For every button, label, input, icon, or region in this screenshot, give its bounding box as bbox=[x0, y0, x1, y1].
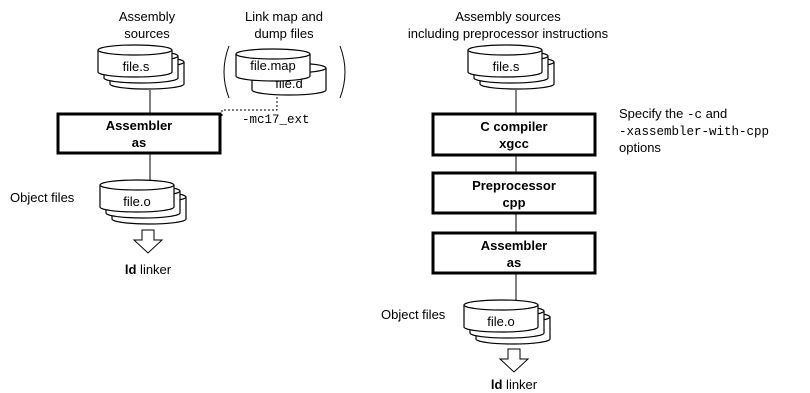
left-linker-label: ld linker bbox=[125, 262, 172, 277]
right-linker-name: ld bbox=[491, 377, 503, 392]
left-paren-open bbox=[223, 45, 230, 99]
right-source-file-label: file.s bbox=[493, 59, 520, 74]
left-assembler-title: Assembler bbox=[106, 118, 172, 133]
right-sources-label-line1: Assembly sources bbox=[455, 9, 561, 24]
right-object-file-label: file.o bbox=[487, 314, 514, 329]
right-compiler-box bbox=[431, 112, 597, 157]
right-specify-text: Specify the bbox=[619, 106, 687, 121]
right-source-file-stack: file.s bbox=[467, 44, 555, 90]
right-linker-suffix: linker bbox=[502, 377, 537, 392]
left-dotted-connector bbox=[221, 97, 278, 118]
right-object-label: Object files bbox=[381, 307, 446, 322]
right-sources-label-line2: including preprocessor instructions bbox=[408, 26, 609, 41]
left-source-file-label: file.s bbox=[123, 59, 150, 74]
right-assembler-title: Assembler bbox=[481, 238, 547, 253]
right-specify-line2: -xassembler-with-cpp bbox=[619, 125, 769, 139]
right-preprocessor-title: Preprocessor bbox=[472, 178, 556, 193]
left-mapdump-label-line2: dump files bbox=[254, 26, 314, 41]
right-specify-tail: and bbox=[702, 106, 727, 121]
right-object-file-stack: file.o bbox=[463, 299, 551, 345]
left-sources-label-line2: sources bbox=[124, 26, 170, 41]
left-map-file-label: file.map bbox=[250, 58, 296, 73]
left-object-file-label: file.o bbox=[123, 194, 150, 209]
right-specify-code: -c bbox=[687, 108, 702, 122]
right-down-arrow-icon bbox=[498, 348, 530, 373]
left-option-label: -mc17_ext bbox=[242, 113, 310, 127]
left-assembler-cmd: as bbox=[132, 135, 146, 150]
right-linker-label: ld linker bbox=[491, 377, 538, 392]
right-assembler-box bbox=[431, 231, 597, 275]
right-compiler-title: C compiler bbox=[480, 119, 547, 134]
left-source-file-stack: file.s bbox=[97, 44, 185, 90]
right-flow: Assembly sources including preprocessor … bbox=[381, 9, 769, 392]
right-assembler-cmd: as bbox=[507, 255, 521, 270]
left-map-file-stack: file.d file.map bbox=[235, 48, 327, 96]
left-flow: Assembly sources file.s Link map and dum… bbox=[10, 9, 346, 277]
left-linker-name: ld bbox=[125, 262, 137, 277]
left-down-arrow-icon bbox=[132, 229, 164, 254]
left-mapdump-label-line1: Link map and bbox=[245, 9, 323, 24]
left-sources-label-line1: Assembly bbox=[119, 9, 176, 24]
right-preprocessor-cmd: cpp bbox=[502, 195, 525, 210]
left-object-file-stack: file.o bbox=[99, 179, 187, 225]
left-paren-close bbox=[339, 45, 346, 99]
right-specify-line3: options bbox=[619, 140, 661, 155]
left-object-label: Object files bbox=[10, 190, 75, 205]
left-assembler-box bbox=[56, 112, 222, 155]
right-compiler-cmd: xgcc bbox=[499, 136, 529, 151]
right-preprocessor-box bbox=[431, 171, 597, 215]
right-specify-line1: Specify the -c and bbox=[619, 106, 727, 122]
left-linker-suffix: linker bbox=[136, 262, 171, 277]
